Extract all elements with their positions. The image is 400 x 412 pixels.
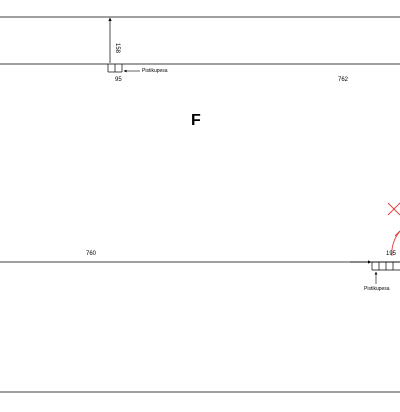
lower-span-label: 760: [86, 251, 97, 257]
lower-offset-label: 195: [386, 251, 397, 257]
lower-socket-label: Pistikupesa: [364, 286, 390, 292]
upper-socket-symbol: [107, 64, 123, 73]
upper-vertical-dimension-label: 158: [114, 43, 120, 54]
room-letter: F: [191, 112, 201, 129]
upper-socket-label: Pistikupesa: [142, 68, 168, 74]
red-curved-arrow-head: [394, 230, 400, 237]
upper-offset-label: 95: [115, 77, 122, 83]
upper-span-label: 762: [338, 77, 349, 83]
lower-socket-symbol: [371, 261, 400, 271]
red-cross-mark: [387, 202, 400, 216]
